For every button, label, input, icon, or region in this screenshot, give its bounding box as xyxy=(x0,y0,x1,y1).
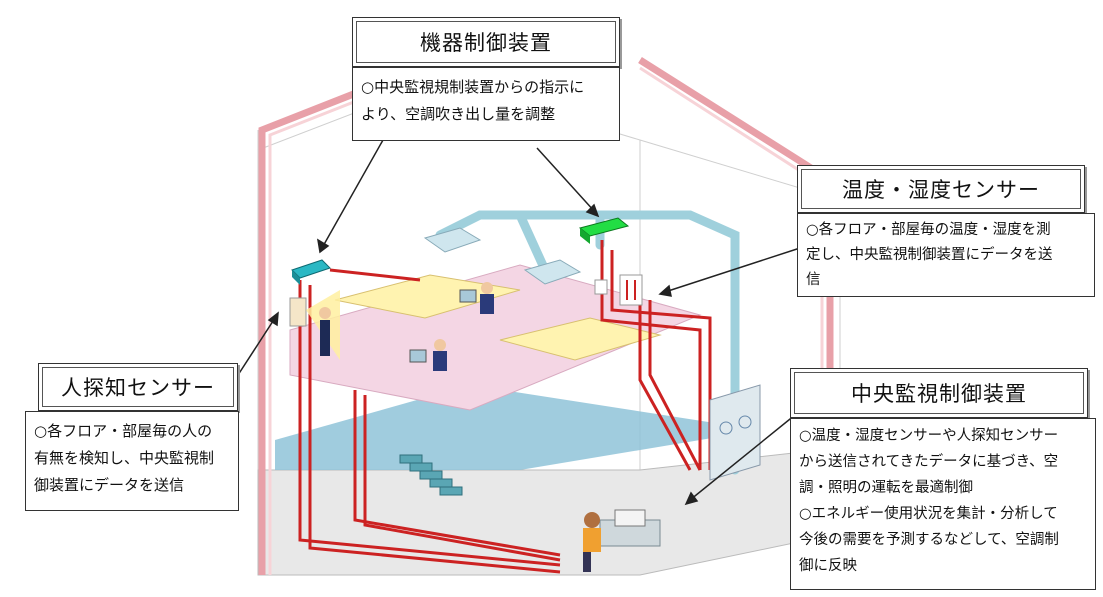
pointer-lines xyxy=(237,139,801,506)
description-line: ○各フロア・部屋毎の温度・湿度を測 xyxy=(806,222,1051,238)
central-control-description: ○温度・湿度センサーや人探知センサー から送信されてきたデータに基づき、空 調・… xyxy=(790,418,1096,590)
equipment-control-title: 機器制御装置 xyxy=(352,17,620,67)
central-control-title: 中央監視制御装置 xyxy=(790,368,1088,418)
description-line: より、空調吹き出し量を調整 xyxy=(361,105,556,123)
human-sensor-description: ○各フロア・部屋毎の人の 有無を検知し、中央監視制 御装置にデータを送信 xyxy=(25,411,239,511)
equipment-controller-cyan xyxy=(291,259,331,285)
equipment-control-description: ○中央監視規制装置からの指示に より、空調吹き出し量を調整 xyxy=(352,67,620,141)
description-line: 有無を検知し、中央監視制 xyxy=(34,449,215,467)
human-sensor-title: 人探知センサー xyxy=(38,363,238,411)
description-line: ○温度・湿度センサーや人探知センサー xyxy=(799,428,1059,444)
description-line: 調・照明の運転を最適制御 xyxy=(799,480,973,496)
equipment-controller-green xyxy=(578,217,630,244)
ceiling-light-panel xyxy=(334,274,662,361)
temp-humidity-sensor xyxy=(594,274,643,306)
description-line: 今後の需要を予測するなどして、空調制 xyxy=(799,532,1059,548)
temp-humidity-sensor-title: 温度・湿度センサー xyxy=(797,165,1085,213)
description-line: 御装置にデータを送信 xyxy=(34,476,185,494)
control-operator xyxy=(583,509,661,572)
stairs xyxy=(399,454,463,496)
description-line: から送信されてきたデータに基づき、空 xyxy=(799,454,1059,470)
office-workers xyxy=(409,282,494,371)
description-line: 定し、中央監視制御装置にデータを送 xyxy=(806,247,1053,263)
description-line: ○エネルギー使用状況を集計・分析して xyxy=(799,506,1058,522)
ceiling-diffuser xyxy=(423,227,582,285)
human-presence-sensor xyxy=(289,290,340,360)
description-line: ○各フロア・部屋毎の人の xyxy=(34,422,213,440)
blue-floor-slab xyxy=(275,385,760,470)
description-line: 御に反映 xyxy=(799,558,857,574)
central-control-cabinet xyxy=(709,384,761,481)
description-line: ○中央監視規制装置からの指示に xyxy=(361,78,585,96)
description-line: 信 xyxy=(806,272,821,288)
temp-humidity-sensor-description: ○各フロア・部屋毎の温度・湿度を測 定し、中央監視制御装置にデータを送 信 xyxy=(797,213,1095,297)
